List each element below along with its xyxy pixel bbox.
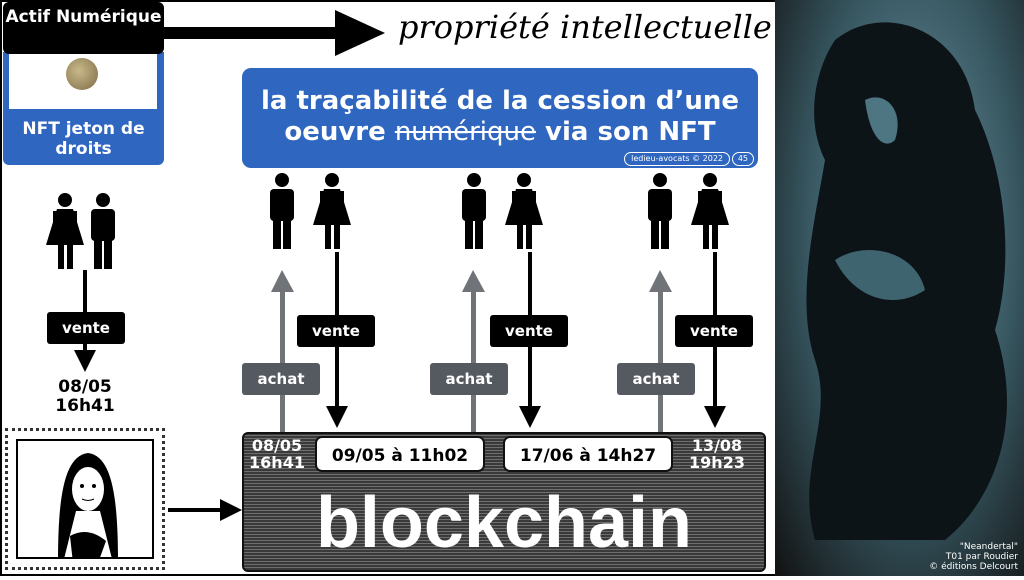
arrow-up-icon [271,270,294,432]
blockchain-timestamp-2: 17/06 à 14h27 [503,436,673,472]
mona-lisa-image [16,439,154,559]
arrow-up-icon [462,270,485,432]
arrow-up-icon [649,270,672,432]
purchase-label: achat [242,363,320,395]
title-line-2: oeuvre numérique via son NFT [242,117,758,148]
person-man-icon [270,173,294,249]
person-woman-icon [313,173,351,249]
artwork-stamp [5,428,165,570]
sale-label: vente [675,315,753,347]
person-woman-icon [691,173,729,249]
neandertal-illustration: "Neandertal" T01 par Roudier © éditions … [775,0,1024,576]
credit-badge: ledieu-avocats © 2022 [624,152,730,166]
digital-asset-label: Actif Numérique [3,2,164,54]
nft-token-label: NFT jeton de droits [22,119,145,159]
person-man-icon [462,173,486,249]
person-man-icon [648,173,672,249]
purchase-label: achat [617,363,695,395]
mona-lisa-icon [58,453,118,557]
date: 08/05 [251,436,303,455]
neandertal-figure [806,22,1007,540]
blockchain-timestamp-1: 09/05 à 11h02 [315,436,485,472]
image-caption: "Neandertal" T01 par Roudier © éditions … [929,542,1018,572]
time: 16h41 [249,453,305,472]
blockchain-word: blockchain [315,483,693,563]
person-woman-icon [46,193,84,269]
title-text: oeuvre [284,117,395,147]
caption-line: "Neandertal" [959,542,1018,552]
sale-label: vente [47,312,125,344]
sale-label: vente [297,315,375,347]
time: 16h41 [55,396,115,416]
page-number: 45 [731,152,754,166]
token-coin-icon [66,58,98,90]
date: 08/05 [58,377,112,397]
time: 19h23 [689,453,745,472]
slide-title: la traçabilité de la cession d’une oeuvr… [242,68,758,168]
date: 13/08 [691,436,743,455]
title-line-1: la traçabilité de la cession d’une [260,86,739,116]
arrow-down-icon [74,270,96,372]
struck-word: numérique [394,117,536,147]
arrow-right-icon [168,499,242,521]
sale-label: vente [490,315,568,347]
person-man-icon [91,193,115,269]
caption-line: T01 par Roudier [945,552,1018,562]
person-woman-icon [505,173,543,249]
arrow-right-icon [160,10,385,56]
intellectual-property-label: propriété intellectuelle [398,8,772,46]
purchase-label: achat [430,363,508,395]
title-text: via son NFT [535,117,716,147]
caption-line: © éditions Delcourt [929,562,1018,572]
